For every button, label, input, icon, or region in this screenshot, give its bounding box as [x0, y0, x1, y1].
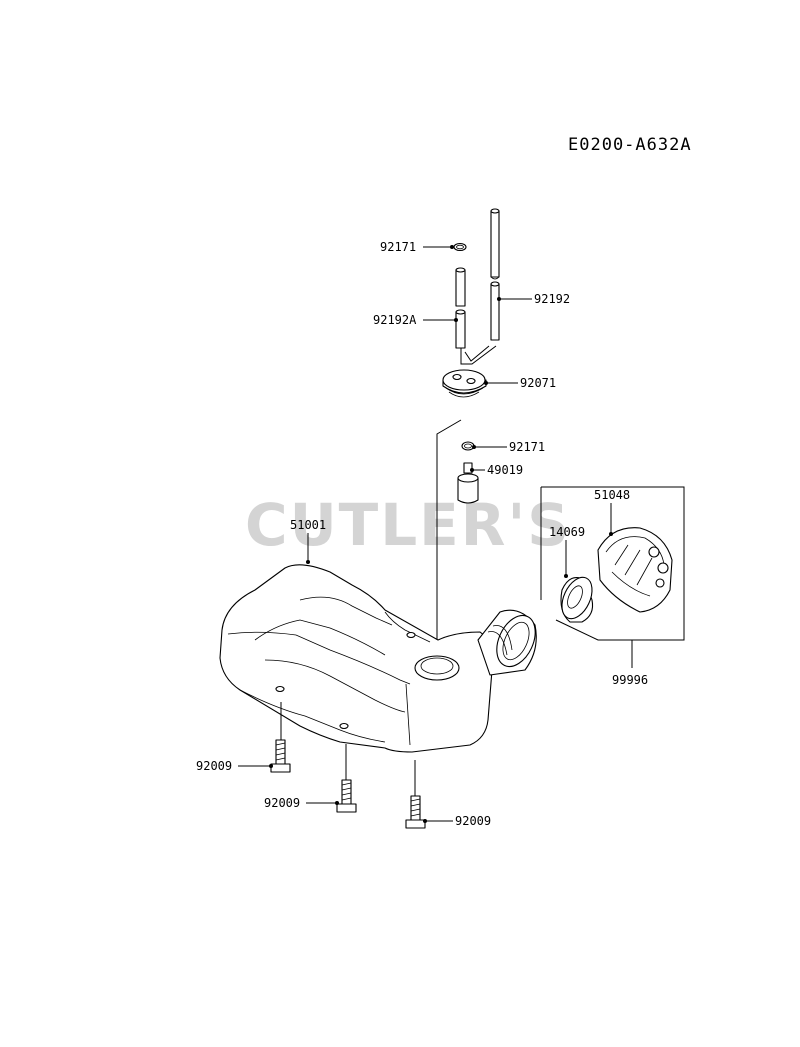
diagram-code: E0200-A632A [568, 135, 692, 155]
label-92009-b: 92009 [264, 796, 300, 810]
label-92192: 92192 [534, 292, 570, 306]
label-92009-c: 92009 [455, 814, 491, 828]
label-49019: 49019 [487, 463, 523, 477]
label-51048: 51048 [594, 488, 630, 502]
fuel-tank-51001 [219, 564, 537, 753]
bolt-92009-b [336, 779, 357, 813]
cap-assy-51048 [597, 527, 673, 613]
label-51001: 51001 [290, 518, 326, 532]
cap-14069 [560, 576, 594, 623]
label-14069: 14069 [549, 525, 585, 539]
watermark: CUTLER'S [245, 491, 571, 559]
hose-92192A [455, 267, 466, 349]
label-92171-top: 92171 [380, 240, 416, 254]
label-92071: 92071 [520, 376, 556, 390]
hose-92192 [490, 208, 500, 341]
oring-92171-mid [461, 441, 475, 451]
grommet-92071 [442, 369, 487, 398]
label-92171-mid: 92171 [509, 440, 545, 454]
oring-92171-top [453, 242, 467, 252]
label-92009-a: 92009 [196, 759, 232, 773]
filter-49019 [457, 462, 479, 504]
label-99996: 99996 [612, 673, 648, 687]
cap-group-bracket [541, 486, 685, 641]
bolt-92009-a [270, 739, 291, 773]
label-92192A: 92192A [373, 313, 417, 327]
bolt-92009-c [405, 795, 426, 829]
